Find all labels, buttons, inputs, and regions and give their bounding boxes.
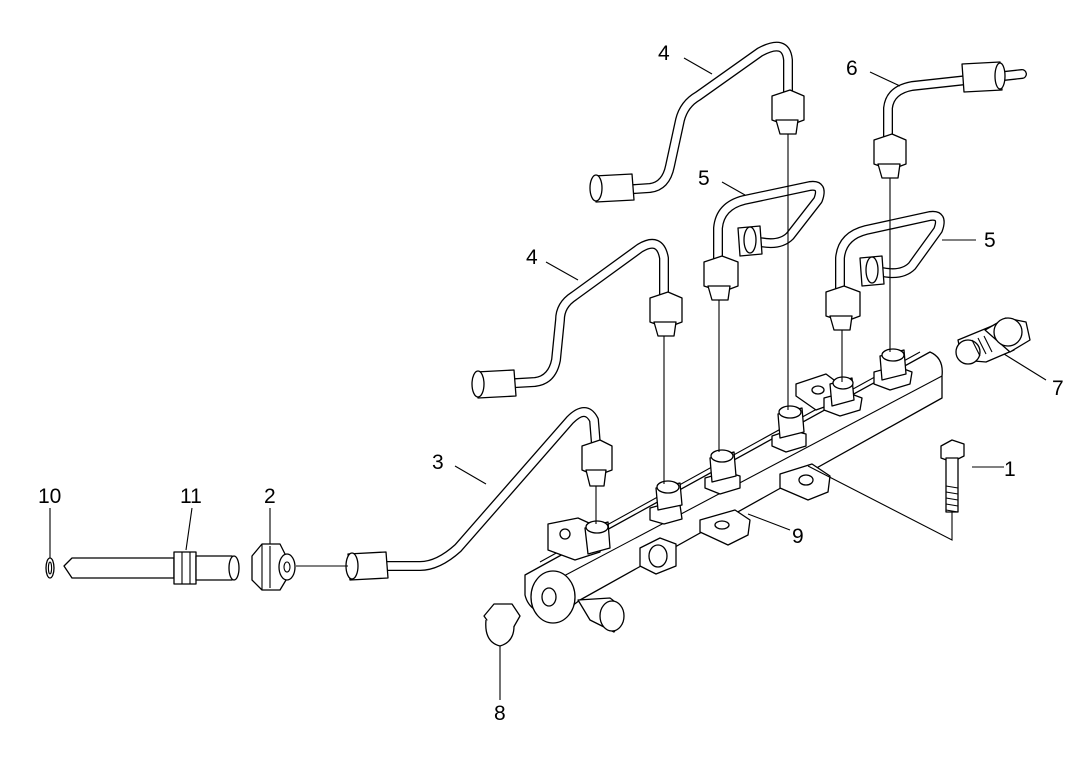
callout-2: 2 bbox=[264, 485, 276, 508]
callout-7: 7 bbox=[1052, 377, 1064, 400]
injection-pipe-5-left[interactable] bbox=[703, 180, 825, 301]
rail-outlet-3 bbox=[704, 449, 741, 495]
injection-pipe-4-lower[interactable] bbox=[471, 238, 683, 399]
callout-4-lower: 4 bbox=[526, 246, 538, 269]
callout-11: 11 bbox=[180, 485, 202, 508]
mounting-bolt[interactable] bbox=[940, 439, 965, 513]
assembly-lines bbox=[296, 134, 891, 567]
leader-lines bbox=[49, 57, 1047, 700]
rail-outlet-2 bbox=[649, 480, 683, 525]
rail-outlet-stubs bbox=[584, 348, 913, 575]
rail-outlet-6 bbox=[873, 348, 913, 391]
callout-5-left: 5 bbox=[698, 167, 710, 190]
callout-4-upper: 4 bbox=[658, 42, 670, 65]
o-ring[interactable] bbox=[45, 557, 55, 579]
connector-nut[interactable] bbox=[251, 543, 296, 591]
rail-outlet-5 bbox=[823, 376, 863, 417]
plug-bolt[interactable] bbox=[483, 603, 521, 647]
injection-pipe-3[interactable] bbox=[345, 407, 613, 581]
fuel-rail[interactable] bbox=[524, 351, 943, 633]
callout-9: 9 bbox=[792, 525, 804, 548]
callout-8: 8 bbox=[494, 702, 506, 725]
callout-6: 6 bbox=[846, 57, 858, 80]
injection-pipe-4-upper[interactable] bbox=[589, 41, 805, 203]
callout-1: 1 bbox=[1004, 458, 1016, 481]
pressure-sensor[interactable] bbox=[955, 317, 1031, 365]
callout-5-right: 5 bbox=[984, 229, 996, 252]
rail-outlet-4 bbox=[771, 405, 807, 453]
mounting-bracket-right bbox=[779, 463, 831, 501]
injection-pipe-5-right[interactable] bbox=[825, 210, 945, 331]
mounting-bracket-middle bbox=[699, 509, 751, 546]
bolt-leader-line bbox=[807, 465, 953, 541]
rail-side-fitting bbox=[639, 537, 677, 575]
connector-pipe[interactable] bbox=[63, 551, 240, 585]
rail-outlet-1 bbox=[584, 520, 611, 555]
callout-3: 3 bbox=[432, 451, 444, 474]
injection-pipe-6[interactable] bbox=[873, 61, 1027, 179]
callout-10: 10 bbox=[38, 485, 61, 508]
callout-labels: 1 2 3 4 4 5 5 6 7 8 9 10 11 bbox=[38, 42, 1064, 725]
